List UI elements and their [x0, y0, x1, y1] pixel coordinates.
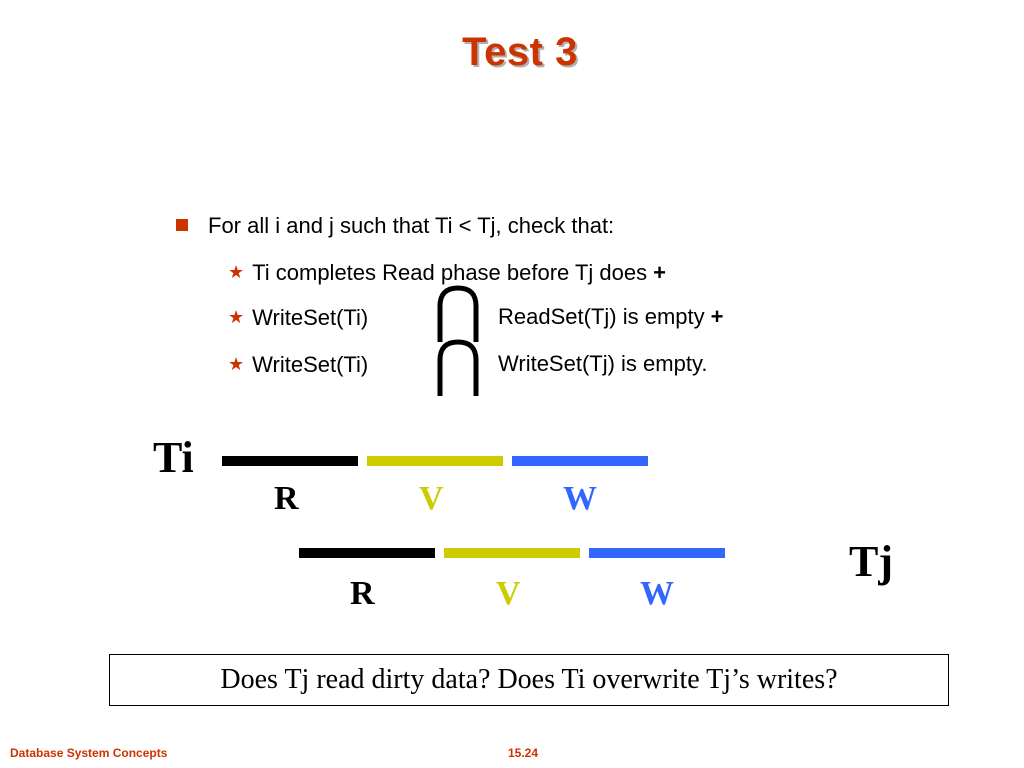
sub-item-read-phase: ★ Ti completes Read phase before Tj does+ — [228, 256, 666, 289]
main-bullet-text: For all i and j such that Ti < Tj, check… — [208, 213, 615, 238]
footer-page-number: 15.24 — [508, 746, 539, 760]
intersection-icon — [437, 285, 479, 342]
tj-write-bar — [589, 548, 725, 558]
ti-validate-label: V — [419, 480, 444, 517]
intersection-icon — [437, 339, 479, 396]
ti-validate-bar — [367, 456, 503, 466]
tj-read-bar — [299, 548, 435, 558]
sub-item-left: WriteSet(Ti) — [252, 305, 369, 330]
star-bullet-icon: ★ — [228, 307, 245, 327]
tj-read-label: R — [350, 575, 375, 612]
plus-sign: + — [653, 260, 667, 285]
ti-write-bar — [512, 456, 648, 466]
sub-item-left: WriteSet(Ti) — [252, 352, 369, 377]
ti-label: Ti — [153, 433, 194, 482]
sub-item-text: Ti completes Read phase before Tj does — [252, 260, 648, 285]
sub-item-write-read: ★ WriteSet(Ti) ReadSet(Tj) is empty+ — [228, 301, 723, 334]
tj-validate-bar — [444, 548, 580, 558]
sub-item-right: WriteSet(Tj) is empty. — [498, 351, 708, 376]
main-bullet: For all i and j such that Ti < Tj, check… — [176, 210, 614, 242]
sub-item-write-write: ★ WriteSet(Ti) WriteSet(Tj) is empty. — [228, 348, 707, 381]
slide-title: Test 3 — [462, 30, 578, 74]
tj-label: Tj — [849, 537, 893, 586]
ti-read-label: R — [274, 480, 299, 517]
ti-read-bar — [222, 456, 358, 466]
star-bullet-icon: ★ — [228, 262, 245, 282]
footer-course: Database System Concepts — [10, 746, 168, 760]
tj-write-label: W — [640, 575, 674, 612]
sub-item-right-group: WriteSet(Tj) is empty. — [498, 348, 707, 380]
ti-write-label: W — [563, 480, 597, 517]
plus-sign: + — [710, 304, 724, 329]
square-bullet-icon — [176, 219, 188, 231]
tj-validate-label: V — [496, 575, 521, 612]
sub-item-right: ReadSet(Tj) is empty — [498, 304, 705, 329]
star-bullet-icon: ★ — [228, 354, 245, 374]
question-box: Does Tj read dirty data? Does Ti overwri… — [109, 654, 949, 706]
sub-item-right-group: ReadSet(Tj) is empty+ — [498, 301, 723, 333]
